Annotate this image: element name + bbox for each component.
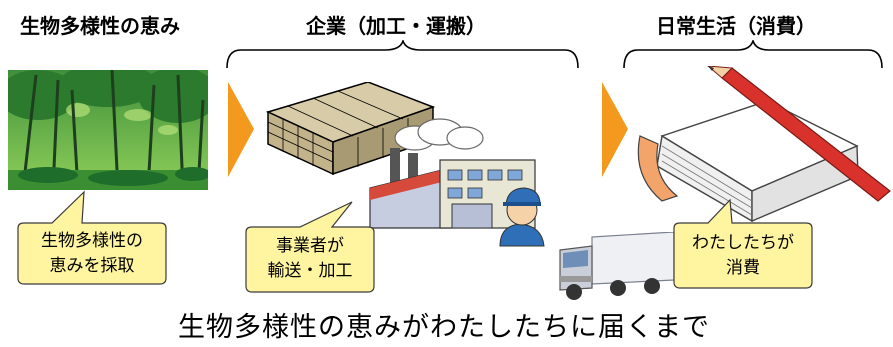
callout-consume-line1: わたしたちが <box>692 233 794 253</box>
factory-image <box>369 118 545 247</box>
callout-harvest-line2: 恵みを採取 <box>49 256 135 276</box>
callout-harvest-line1: 生物多様性の <box>41 231 143 251</box>
arrow-right-2 <box>602 82 628 177</box>
forest-image <box>8 70 208 190</box>
diagram-caption: 生物多様性の恵みがわたしたちに届くまで <box>178 312 710 343</box>
callout-process-shape <box>245 201 375 293</box>
lumber-stack-image <box>265 82 436 176</box>
bracket-daily-life <box>623 40 883 69</box>
bracket-company <box>226 40 579 69</box>
heading-daily-life: 日常生活（消費） <box>656 14 816 38</box>
truck-image <box>559 232 675 300</box>
arrow-right-1 <box>228 82 254 177</box>
callout-process-line2: 輸送・加工 <box>267 261 353 281</box>
heading-company: 企業（加工・運搬） <box>306 14 486 38</box>
heading-nature: 生物多様性の恵み <box>20 14 180 38</box>
callout-process: 事業者が 輸送・加工 <box>246 234 374 284</box>
callout-harvest-shape <box>17 190 167 285</box>
callout-consume-shape <box>673 198 813 289</box>
callout-process-line1: 事業者が <box>276 236 344 256</box>
notebook-pencil-image <box>637 66 891 223</box>
callout-harvest: 生物多様性の 恵みを採取 <box>18 229 166 279</box>
callout-consume-line2: 消費 <box>726 258 760 278</box>
callout-consume: わたしたちが 消費 <box>674 231 812 281</box>
